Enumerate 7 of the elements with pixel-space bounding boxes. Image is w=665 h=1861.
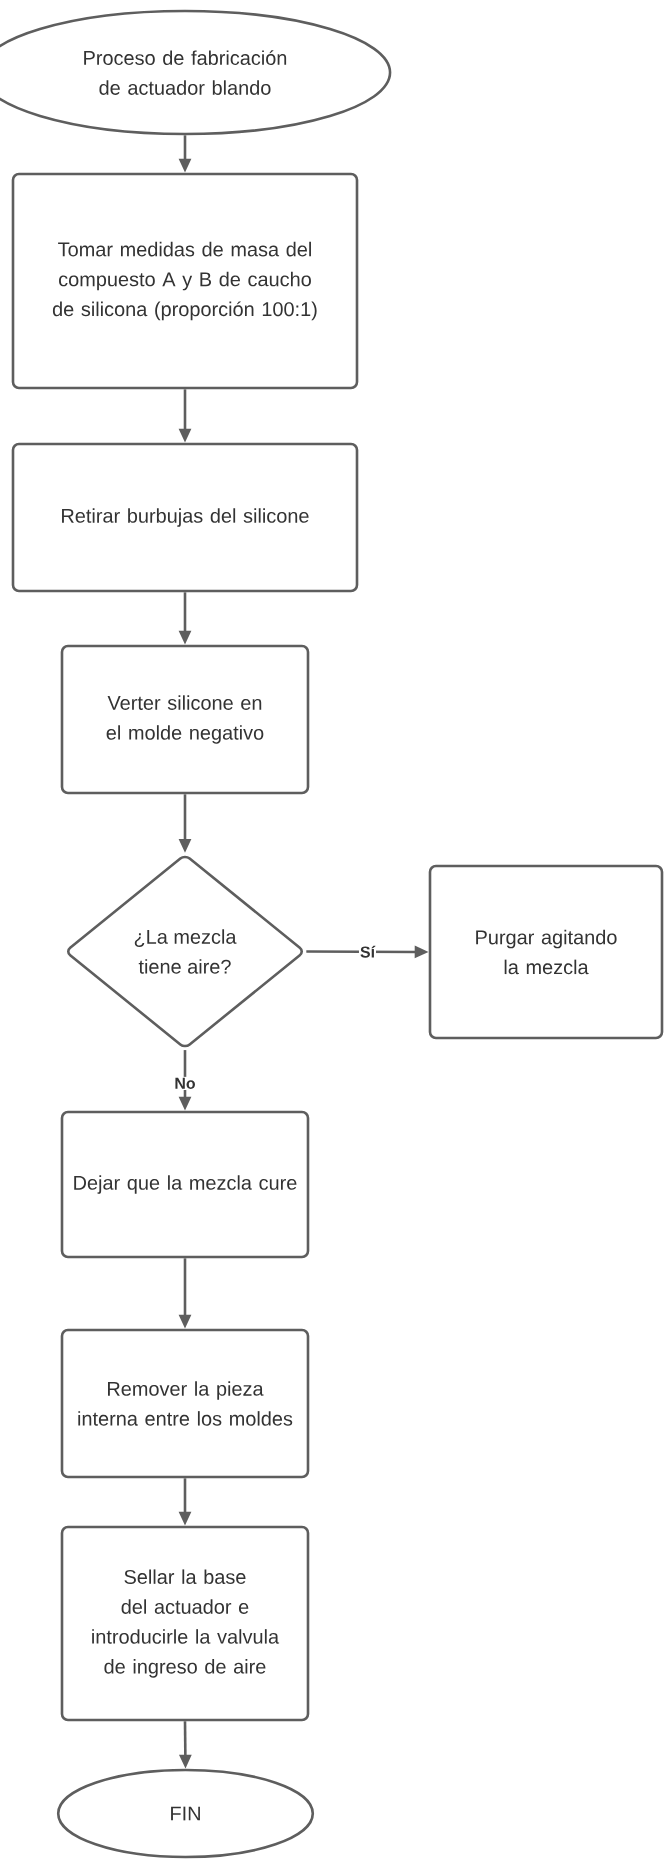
process-box: Purgar agitando la mezcla: [428, 864, 664, 1040]
process-box: Retirar burbujas del silicone: [11, 442, 359, 593]
process-box: Dejar que la mezcla cure: [60, 1110, 310, 1259]
process-box: Remover la pieza interna entre los moldes: [60, 1328, 310, 1479]
process-box: Tomar medidas de masa del compuesto A y B de caucho de silicona (proporción 100:1): [11, 172, 359, 390]
process-box: Sellar la base del actuador e introducirle la valvula de ingreso de aire: [60, 1525, 310, 1722]
process-box: Verter silicone en el molde negativo: [60, 644, 310, 795]
